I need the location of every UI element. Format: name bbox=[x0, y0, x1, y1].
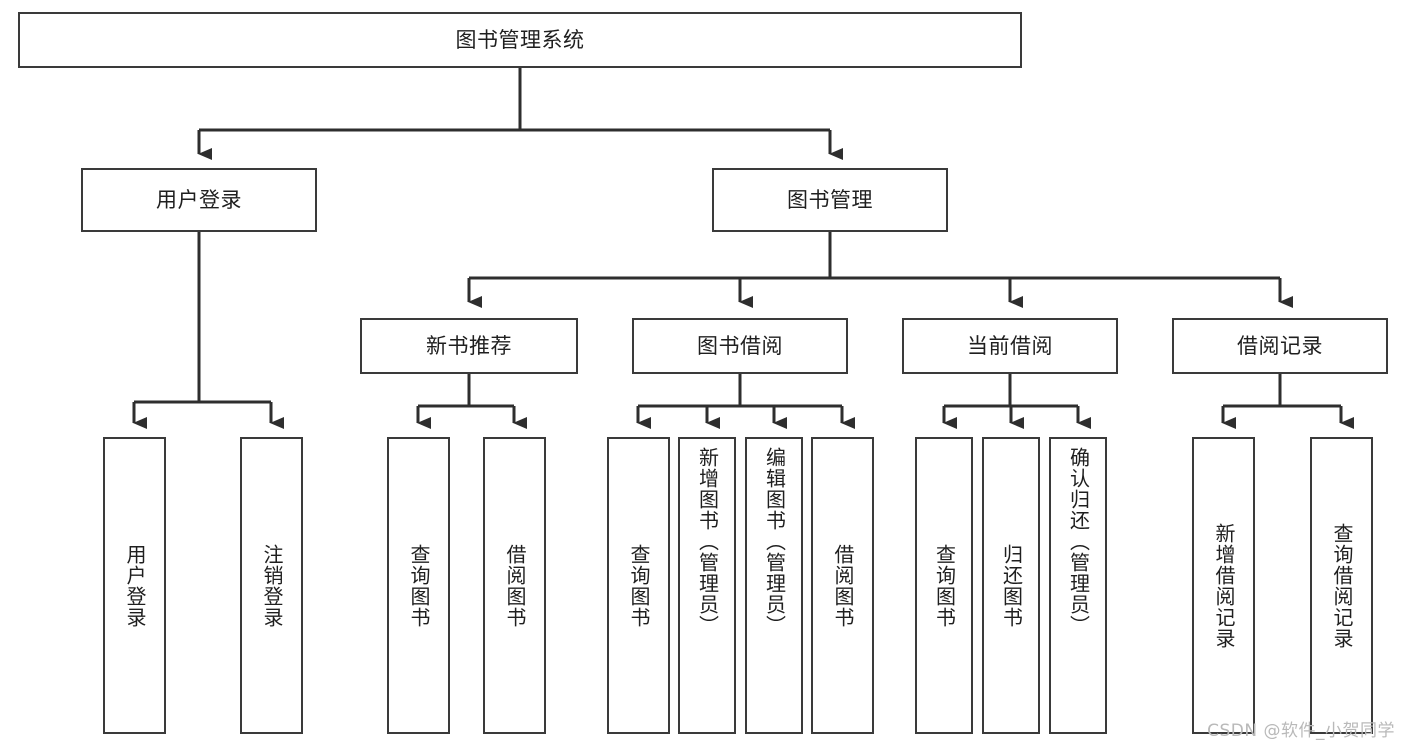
leaf-add-book-admin[interactable]: 新增图书（管理员） bbox=[678, 437, 736, 734]
leaf-query-book-recommend[interactable]: 查询图书 bbox=[387, 437, 450, 734]
node-user-login[interactable]: 用户登录 bbox=[81, 168, 317, 232]
leaf-borrow-book-recommend-label: 借阅图书 bbox=[503, 543, 527, 628]
node-user-login-label: 用户登录 bbox=[156, 187, 242, 212]
leaf-query-book-current-label: 查询图书 bbox=[932, 543, 957, 628]
node-book-borrow[interactable]: 图书借阅 bbox=[632, 318, 848, 374]
leaf-borrow-book-label: 借阅图书 bbox=[831, 543, 855, 628]
node-current-borrow[interactable]: 当前借阅 bbox=[902, 318, 1118, 374]
node-new-book-recommend[interactable]: 新书推荐 bbox=[360, 318, 578, 374]
node-new-book-recommend-label: 新书推荐 bbox=[426, 333, 512, 358]
leaf-borrow-book[interactable]: 借阅图书 bbox=[811, 437, 874, 734]
leaf-query-book-borrow[interactable]: 查询图书 bbox=[607, 437, 670, 734]
node-book-manage[interactable]: 图书管理 bbox=[712, 168, 948, 232]
leaf-query-borrow-record-label: 查询借阅记录 bbox=[1330, 522, 1354, 649]
node-root[interactable]: 图书管理系统 bbox=[18, 12, 1022, 68]
leaf-confirm-return-admin-label: 确认归还（管理员） bbox=[1066, 447, 1091, 636]
leaf-user-login[interactable]: 用户登录 bbox=[103, 437, 166, 734]
leaf-return-book[interactable]: 归还图书 bbox=[982, 437, 1040, 734]
node-book-borrow-label: 图书借阅 bbox=[697, 333, 783, 358]
leaf-return-book-label: 归还图书 bbox=[999, 543, 1024, 628]
leaf-user-logout[interactable]: 注销登录 bbox=[240, 437, 303, 734]
leaf-borrow-book-recommend[interactable]: 借阅图书 bbox=[483, 437, 546, 734]
leaf-user-login-label: 用户登录 bbox=[123, 543, 147, 628]
node-borrow-record-label: 借阅记录 bbox=[1237, 333, 1323, 358]
leaf-edit-book-admin-label: 编辑图书（管理员） bbox=[762, 447, 787, 636]
leaf-edit-book-admin[interactable]: 编辑图书（管理员） bbox=[745, 437, 803, 734]
leaf-confirm-return-admin[interactable]: 确认归还（管理员） bbox=[1049, 437, 1107, 734]
leaf-add-borrow-record-label: 新增借阅记录 bbox=[1212, 522, 1236, 649]
leaf-query-book-current[interactable]: 查询图书 bbox=[915, 437, 973, 734]
leaf-query-book-borrow-label: 查询图书 bbox=[627, 543, 651, 628]
leaf-add-book-admin-label: 新增图书（管理员） bbox=[695, 447, 720, 636]
node-borrow-record[interactable]: 借阅记录 bbox=[1172, 318, 1388, 374]
leaf-query-borrow-record[interactable]: 查询借阅记录 bbox=[1310, 437, 1373, 734]
node-book-manage-label: 图书管理 bbox=[787, 187, 873, 212]
leaf-user-logout-label: 注销登录 bbox=[260, 543, 284, 628]
leaf-query-book-recommend-label: 查询图书 bbox=[407, 543, 431, 628]
node-root-label: 图书管理系统 bbox=[455, 27, 585, 52]
leaf-add-borrow-record[interactable]: 新增借阅记录 bbox=[1192, 437, 1255, 734]
node-current-borrow-label: 当前借阅 bbox=[967, 333, 1053, 358]
